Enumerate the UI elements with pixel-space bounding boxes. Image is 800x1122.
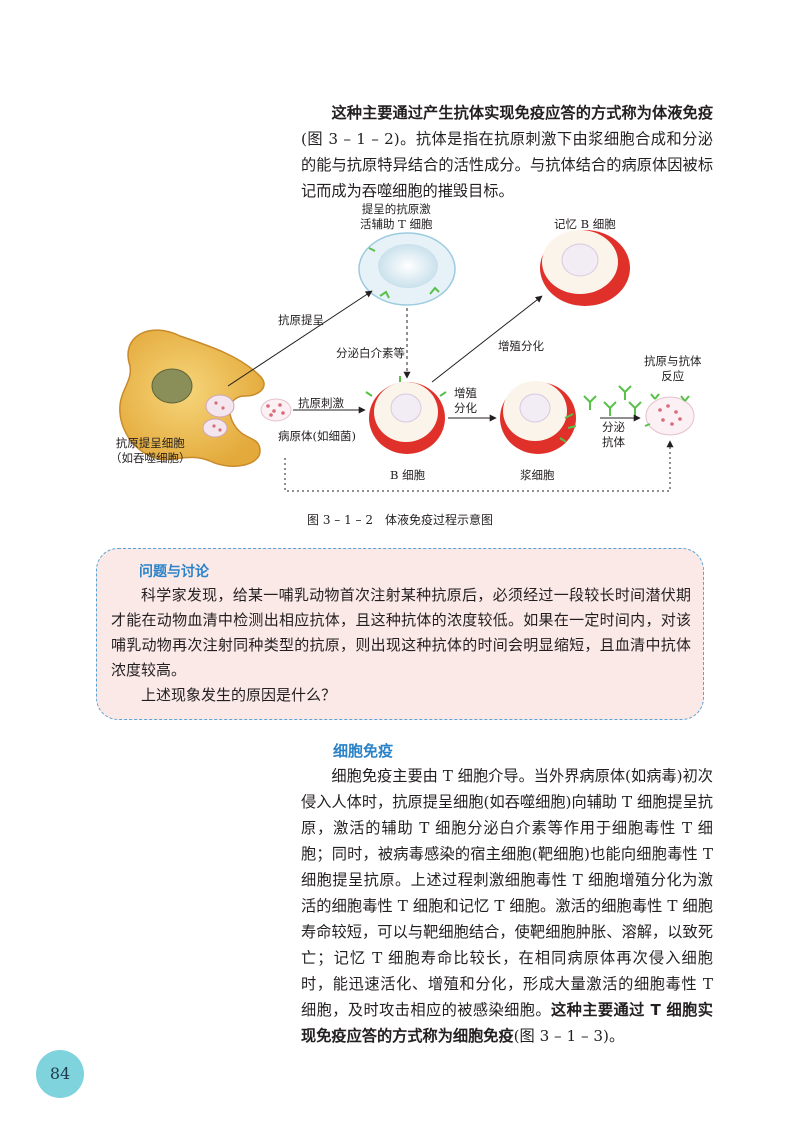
arrow-to-memory-b xyxy=(431,295,543,383)
label-apc: 抗原提呈细胞 （如吞噬细胞） xyxy=(110,436,191,465)
antigen-antibody-complex xyxy=(644,393,695,436)
apc-nucleus xyxy=(151,368,193,404)
label-antigen-stimulation: 抗原刺激 xyxy=(298,396,344,410)
discussion-box: 问题与讨论 科学家发现，给某一哺乳动物首次注射某种抗原后，必须经过一段较长时间潜… xyxy=(96,548,704,720)
cell-immunity-text: 细胞免疫主要由 T 细胞介导。当外界病原体(如病毒)初次侵入人体时，抗原提呈细胞… xyxy=(301,767,713,1019)
helper-t-cell xyxy=(358,232,456,306)
apc-cell xyxy=(119,329,265,467)
intro-paragraph: 这种主要通过产生抗体实现免疫应答的方式称为体液免疫 (图 3 – 1 – 2)。抗… xyxy=(301,100,713,204)
antibodies xyxy=(583,385,642,416)
diagram-artwork xyxy=(119,230,695,492)
cell-immunity-paragraph: 细胞免疫主要由 T 细胞介导。当外界病原体(如病毒)初次侵入人体时，抗原提呈细胞… xyxy=(301,763,713,1049)
cell-immunity-tail: (图 3 – 1 – 3)。 xyxy=(513,1027,625,1045)
label-pathogen: 病原体(如细菌) xyxy=(278,429,356,443)
label-antigen-antibody: 抗原与抗体 反应 xyxy=(644,354,702,383)
discussion-text: 科学家发现，给某一哺乳动物首次注射某种抗原后，必须经过一段较长时间潜伏期才能在动… xyxy=(111,583,691,708)
intro-paragraph-text: (图 3 – 1 – 2)。抗体是指在抗原刺激下由浆细胞合成和分泌的能与抗原特异… xyxy=(301,130,713,200)
discussion-title: 问题与讨论 xyxy=(139,564,209,580)
dotted-return-path xyxy=(284,440,674,492)
label-antigen-present: 抗原提呈 xyxy=(278,313,324,327)
label-b-cell: B 细胞 xyxy=(390,468,426,482)
label-plasma-cell: 浆细胞 xyxy=(520,468,555,482)
label-memory-b: 记忆 B 细胞 xyxy=(554,217,616,231)
b-cell xyxy=(365,376,447,454)
pathogen-cluster xyxy=(260,398,292,422)
label-presenting-t: 提呈的抗原激 活辅助 T 细胞 xyxy=(360,202,433,231)
plasma-cell xyxy=(500,381,577,454)
humoral-immunity-diagram: 提呈的抗原激 活辅助 T 细胞 记忆 B 细胞 抗原提呈 分泌白介素等 增殖分化… xyxy=(110,196,702,506)
discussion-question: 上述现象发生的原因是什么？ xyxy=(141,686,337,704)
arrow-antigen-presentation xyxy=(227,290,373,387)
page-number-badge: 84 xyxy=(36,1050,84,1098)
discussion-paragraph: 科学家发现，给某一哺乳动物首次注射某种抗原后，必须经过一段较长时间潜伏期才能在动… xyxy=(111,586,691,679)
label-proliferate-diff-up: 增殖分化 xyxy=(498,339,544,353)
cell-immunity-definition: 这种主要通过 T 细胞实现免疫应答的方式称为细胞免疫 xyxy=(301,1001,713,1045)
page-number: 84 xyxy=(49,1064,71,1083)
label-proliferate-diff: 增殖 分化 xyxy=(454,386,477,415)
humoral-immunity-definition: 这种主要通过产生抗体实现免疫应答的方式称为体液免疫 xyxy=(331,104,713,122)
memory-b-cell xyxy=(540,230,630,306)
label-secrete-interleukin: 分泌白介素等 xyxy=(336,346,405,360)
section-title-cell-immunity: 细胞免疫 xyxy=(333,742,394,760)
figure-caption: 图 3 – 1 – 2 体液免疫过程示意图 xyxy=(307,513,493,527)
label-secrete-antibody: 分泌 抗体 xyxy=(602,420,625,449)
